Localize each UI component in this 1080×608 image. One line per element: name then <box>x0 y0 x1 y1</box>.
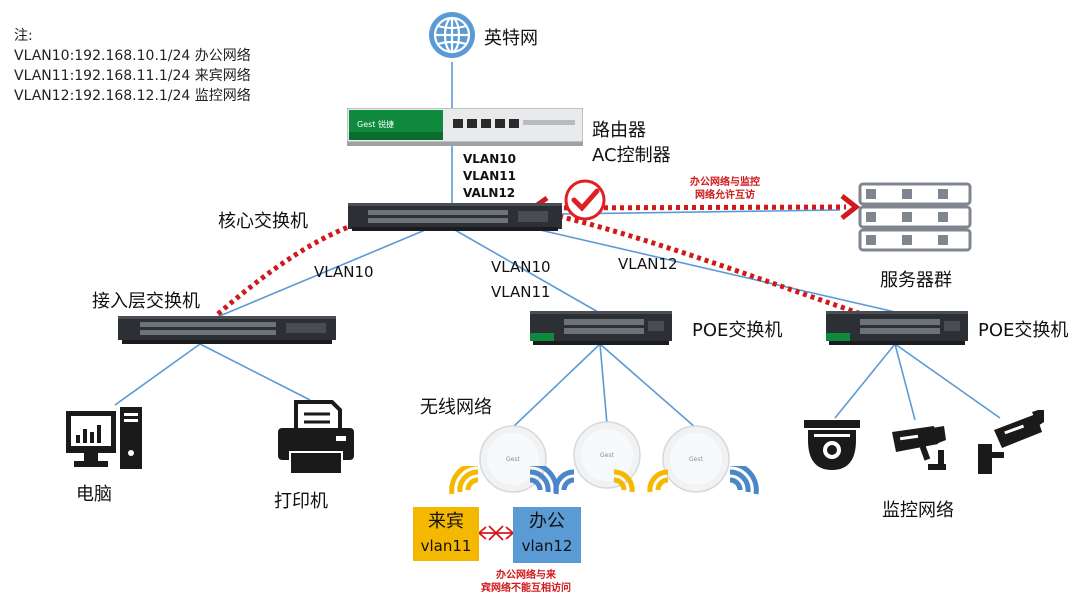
link-label-access: VLAN10 <box>314 263 374 281</box>
link-core-poe2 <box>539 229 896 313</box>
poe-switch-1-label: POE交换机 <box>692 320 783 341</box>
router-label-line1: 路由器 <box>592 120 646 141</box>
guest-ssid-box: 来宾 vlan11 <box>413 507 479 561</box>
allowed-annotation: 办公网络与监控 网络允许互访 <box>690 176 760 202</box>
check-icon <box>564 179 606 221</box>
guest-ssid-vlan: vlan11 <box>420 537 472 555</box>
surveillance-label: 监控网络 <box>882 500 954 521</box>
link-poe1-ap2 <box>599 343 608 425</box>
link-label-poe1-line1: VLAN10 <box>491 258 551 276</box>
denied-annotation-line2: 宾网络不能互相访问 <box>481 583 571 594</box>
computer-icon <box>66 407 142 469</box>
switch-icon <box>118 316 336 344</box>
svg-text:Gest: Gest <box>689 456 703 463</box>
office-ssid-box: 办公 vlan12 <box>513 507 581 563</box>
poe-switch-2-label: POE交换机 <box>978 320 1069 341</box>
router-label-line2: AC控制器 <box>592 145 671 166</box>
link-label-poe1-line2: VLAN11 <box>491 283 551 301</box>
link-label-poe2: VLAN12 <box>618 255 678 273</box>
note-line-2: VLAN11:192.168.11.1/24 来宾网络 <box>14 68 251 84</box>
bullet-camera-icon <box>892 426 946 470</box>
svg-text:Gest: Gest <box>600 452 614 459</box>
link-poe2-cam1 <box>834 343 896 419</box>
office-ssid-vlan: vlan12 <box>521 537 573 555</box>
guest-ssid-name: 来宾 <box>428 511 464 532</box>
allowed-annotation-line1: 办公网络与监控 <box>690 177 760 188</box>
svg-text:Gest 锐捷: Gest 锐捷 <box>357 119 394 129</box>
printer-label: 打印机 <box>274 491 328 512</box>
router-icon: Gest 锐捷 <box>347 108 583 146</box>
access-switch-label: 接入层交换机 <box>92 291 200 312</box>
server-farm-label: 服务器群 <box>880 270 952 291</box>
note-line-3: VLAN12:192.168.12.1/24 监控网络 <box>14 88 251 104</box>
switch-icon <box>826 311 968 345</box>
link-access-printer <box>199 343 311 401</box>
wireless-label: 无线网络 <box>420 397 492 418</box>
switch-icon <box>348 203 562 231</box>
access-point-icon: Gest <box>662 425 730 493</box>
trunk-vlan-1: VLAN10 <box>463 152 516 166</box>
svg-text:Gest: Gest <box>506 456 520 463</box>
link-core-access <box>214 227 431 319</box>
core-switch-label: 核心交换机 <box>218 211 308 232</box>
link-access-pc <box>114 343 201 406</box>
dome-camera-icon <box>804 420 860 470</box>
note-line-1: VLAN10:192.168.10.1/24 办公网络 <box>14 48 251 64</box>
denied-annotation-line1: 办公网络与来 <box>496 570 556 581</box>
internet-label: 英特网 <box>484 28 538 49</box>
office-ssid-name: 办公 <box>529 511 565 532</box>
note-heading: 注: <box>14 28 33 44</box>
access-point-icon: Gest <box>573 421 641 489</box>
link-poe2-cam3 <box>894 343 1001 419</box>
blocked-arrow-left <box>477 526 487 540</box>
blocked-x-2 <box>488 525 504 541</box>
path-office-access <box>216 205 521 316</box>
allowed-annotation-line2: 网络允许互访 <box>695 190 755 201</box>
bullet-camera-icon <box>978 410 1044 474</box>
link-poe1-ap1 <box>511 343 601 429</box>
switch-icon <box>530 311 672 345</box>
link-poe1-ap3 <box>599 343 697 429</box>
denied-annotation: 办公网络与来 宾网络不能互相访问 <box>456 569 596 595</box>
link-core-server <box>559 209 841 215</box>
link-poe2-cam2 <box>894 343 916 421</box>
trunk-vlan-2: VLAN11 <box>463 169 516 183</box>
arrow-right-head <box>840 194 861 220</box>
path-office-to-surveillance <box>519 205 886 325</box>
globe-icon <box>429 12 475 58</box>
link-core-poe1 <box>454 229 599 313</box>
pc-label: 电脑 <box>76 484 112 505</box>
access-point-icon: Gest <box>479 425 547 493</box>
printer-icon <box>278 400 354 475</box>
trunk-vlan-3: VALN12 <box>463 186 516 200</box>
server-rack-icon <box>858 182 972 252</box>
wifi-signal-icon <box>449 466 759 495</box>
